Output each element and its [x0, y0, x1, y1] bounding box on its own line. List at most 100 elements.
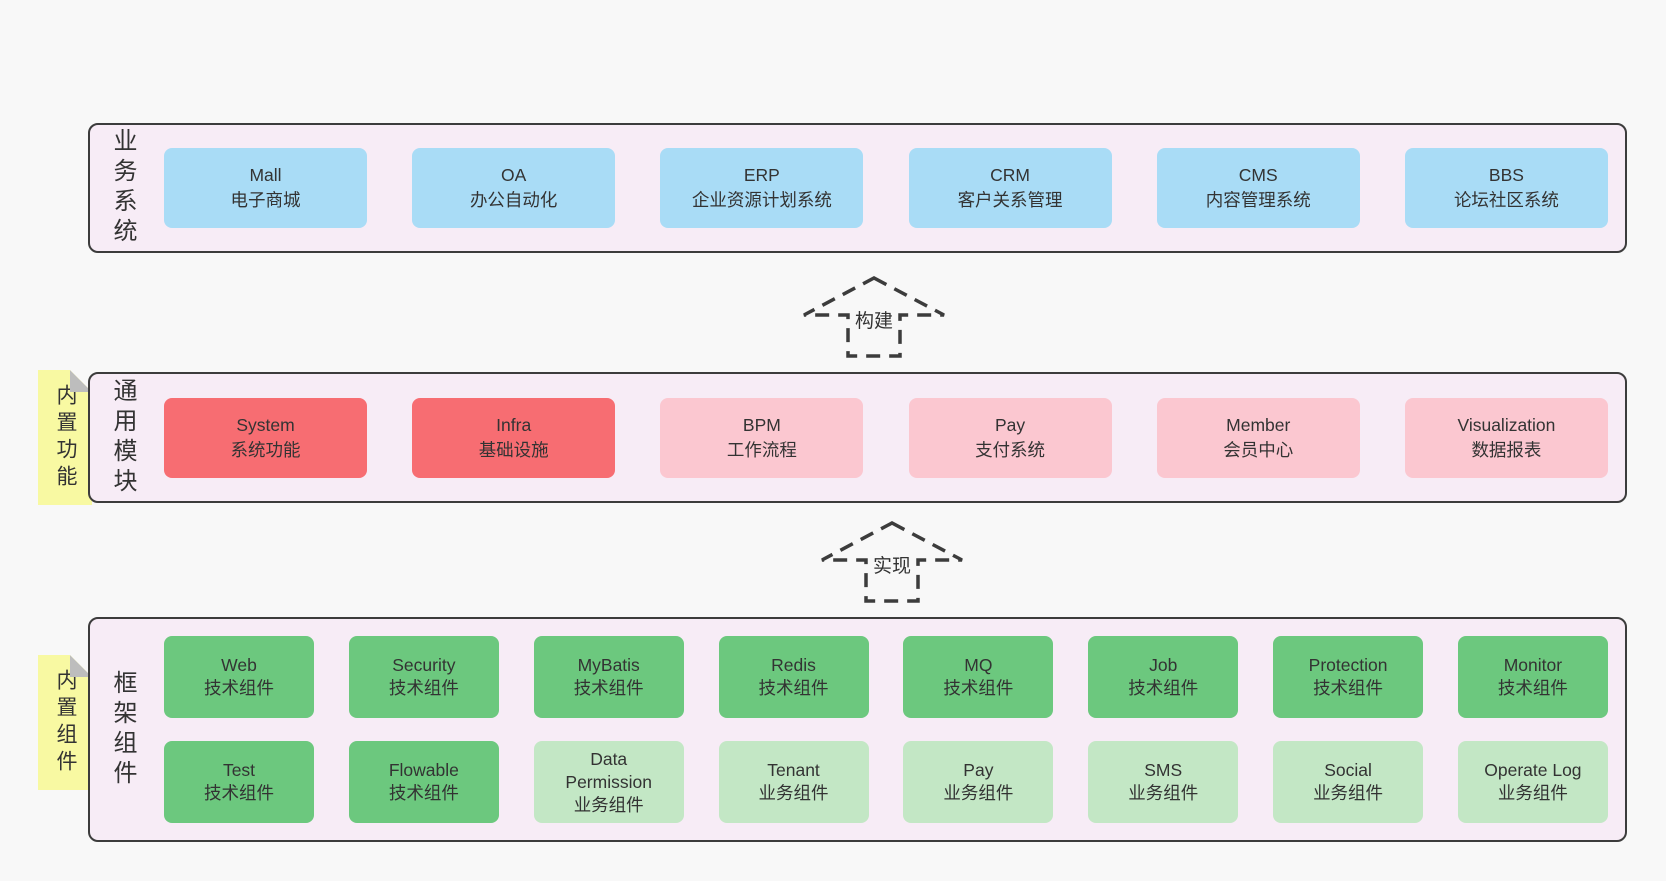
component-subtitle: 客户关系管理: [957, 190, 1063, 210]
component-title: MQ: [964, 655, 993, 675]
box-sms: SMS 业务组件: [1088, 741, 1239, 823]
component-subtitle: 技术组件: [1128, 678, 1199, 698]
box-flowable: Flowable 技术组件: [348, 741, 499, 823]
box-social: Social 业务组件: [1273, 741, 1424, 823]
box-mq: MQ 技术组件: [903, 636, 1054, 718]
component-subtitle: 技术组件: [1313, 678, 1384, 698]
component-title: Operate Log: [1484, 760, 1582, 780]
component-title: Data Permission: [565, 748, 652, 792]
box-mall: Mall 电子商城: [164, 148, 367, 228]
component-title: Protection: [1308, 655, 1388, 675]
component-subtitle: 业务组件: [943, 783, 1014, 803]
tag-built-in-features: 内置功能: [38, 370, 92, 505]
component-title: SMS: [1144, 760, 1183, 780]
box-web: Web 技术组件: [164, 636, 314, 718]
component-title: BBS: [1488, 165, 1524, 185]
component-title: Security: [392, 655, 456, 675]
component-title: ERP: [743, 165, 780, 185]
arrow-build: 构建: [799, 275, 949, 359]
component-title: Web: [221, 655, 257, 675]
component-title: BPM: [742, 414, 781, 435]
component-subtitle: 技术组件: [573, 678, 644, 698]
arrow-implement-label: 实现: [869, 551, 915, 578]
band-label-framework-components: 框架组件: [109, 669, 136, 790]
component-title: Flowable: [388, 760, 459, 780]
component-subtitle: 业务组件: [1313, 783, 1384, 803]
component-title: Monitor: [1503, 655, 1563, 675]
component-subtitle: 系统功能: [230, 439, 301, 460]
tag-built-in-components-label: 内置组件: [54, 668, 77, 777]
component-subtitle: 电子商城: [230, 190, 301, 210]
box-test: Test 技术组件: [164, 741, 314, 823]
box-mybatis: MyBatis 技术组件: [533, 636, 684, 718]
box-visualization: Visualization 数据报表: [1404, 397, 1608, 478]
component-subtitle: 企业资源计划系统: [691, 190, 832, 210]
arrow-implement: 实现: [817, 520, 967, 604]
box-job: Job 技术组件: [1088, 636, 1239, 718]
component-subtitle: 技术组件: [943, 678, 1014, 698]
band-label-business-systems: 业务系统: [109, 128, 136, 248]
component-title: Test: [222, 760, 256, 780]
component-title: Member: [1226, 414, 1291, 435]
component-title: CMS: [1238, 165, 1278, 185]
component-title: CRM: [990, 165, 1030, 185]
component-title: Tenant: [767, 760, 820, 780]
band-label-common-modules: 通用模块: [109, 377, 136, 498]
component-subtitle: 数据报表: [1471, 439, 1542, 460]
component-title: Social: [1324, 760, 1372, 780]
box-protection: Protection 技术组件: [1273, 636, 1424, 718]
box-pay: Pay 业务组件: [903, 741, 1054, 823]
component-subtitle: 技术组件: [204, 678, 274, 698]
component-subtitle: 基础设施: [478, 439, 549, 460]
component-subtitle: 支付系统: [975, 439, 1046, 460]
arrow-build-label: 构建: [851, 306, 897, 333]
component-subtitle: 论坛社区系统: [1453, 190, 1559, 210]
component-subtitle: 业务组件: [1128, 783, 1199, 803]
component-title: Pay: [963, 760, 994, 780]
component-subtitle: 技术组件: [388, 678, 459, 698]
component-subtitle: 业务组件: [573, 794, 644, 815]
component-title: Pay: [994, 414, 1026, 435]
component-subtitle: 会员中心: [1223, 439, 1294, 460]
box-system: System 系统功能: [164, 397, 367, 478]
component-title: Redis: [771, 655, 816, 675]
component-title: MyBatis: [577, 655, 640, 675]
component-title: Visualization: [1457, 414, 1556, 435]
component-title: Infra: [496, 414, 532, 435]
component-title: Job: [1149, 655, 1178, 675]
dashed-up-arrow-icon: [803, 276, 945, 358]
component-title: System: [236, 414, 295, 435]
component-subtitle: 技术组件: [758, 678, 829, 698]
box-operate-log: Operate Log 业务组件: [1457, 741, 1608, 823]
component-subtitle: 内容管理系统: [1205, 190, 1311, 210]
tag-built-in-components: 内置组件: [38, 655, 92, 790]
component-subtitle: 技术组件: [1497, 678, 1568, 698]
component-title: Mall: [249, 165, 282, 185]
box-pay: Pay 支付系统: [908, 397, 1112, 478]
component-subtitle: 业务组件: [1497, 783, 1568, 803]
box-infra: Infra 基础设施: [412, 397, 616, 478]
component-subtitle: 技术组件: [204, 783, 274, 803]
dashed-up-arrow-icon: [821, 521, 963, 603]
box-security: Security 技术组件: [348, 636, 499, 718]
box-erp: ERP 企业资源计划系统: [660, 148, 864, 228]
component-subtitle: 技术组件: [388, 783, 459, 803]
box-bbs: BBS 论坛社区系统: [1404, 148, 1608, 228]
box-monitor: Monitor 技术组件: [1457, 636, 1608, 718]
box-redis: Redis 技术组件: [718, 636, 869, 718]
tag-built-in-features-label: 内置功能: [54, 383, 77, 492]
box-crm: CRM 客户关系管理: [908, 148, 1112, 228]
component-subtitle: 办公自动化: [469, 190, 558, 210]
